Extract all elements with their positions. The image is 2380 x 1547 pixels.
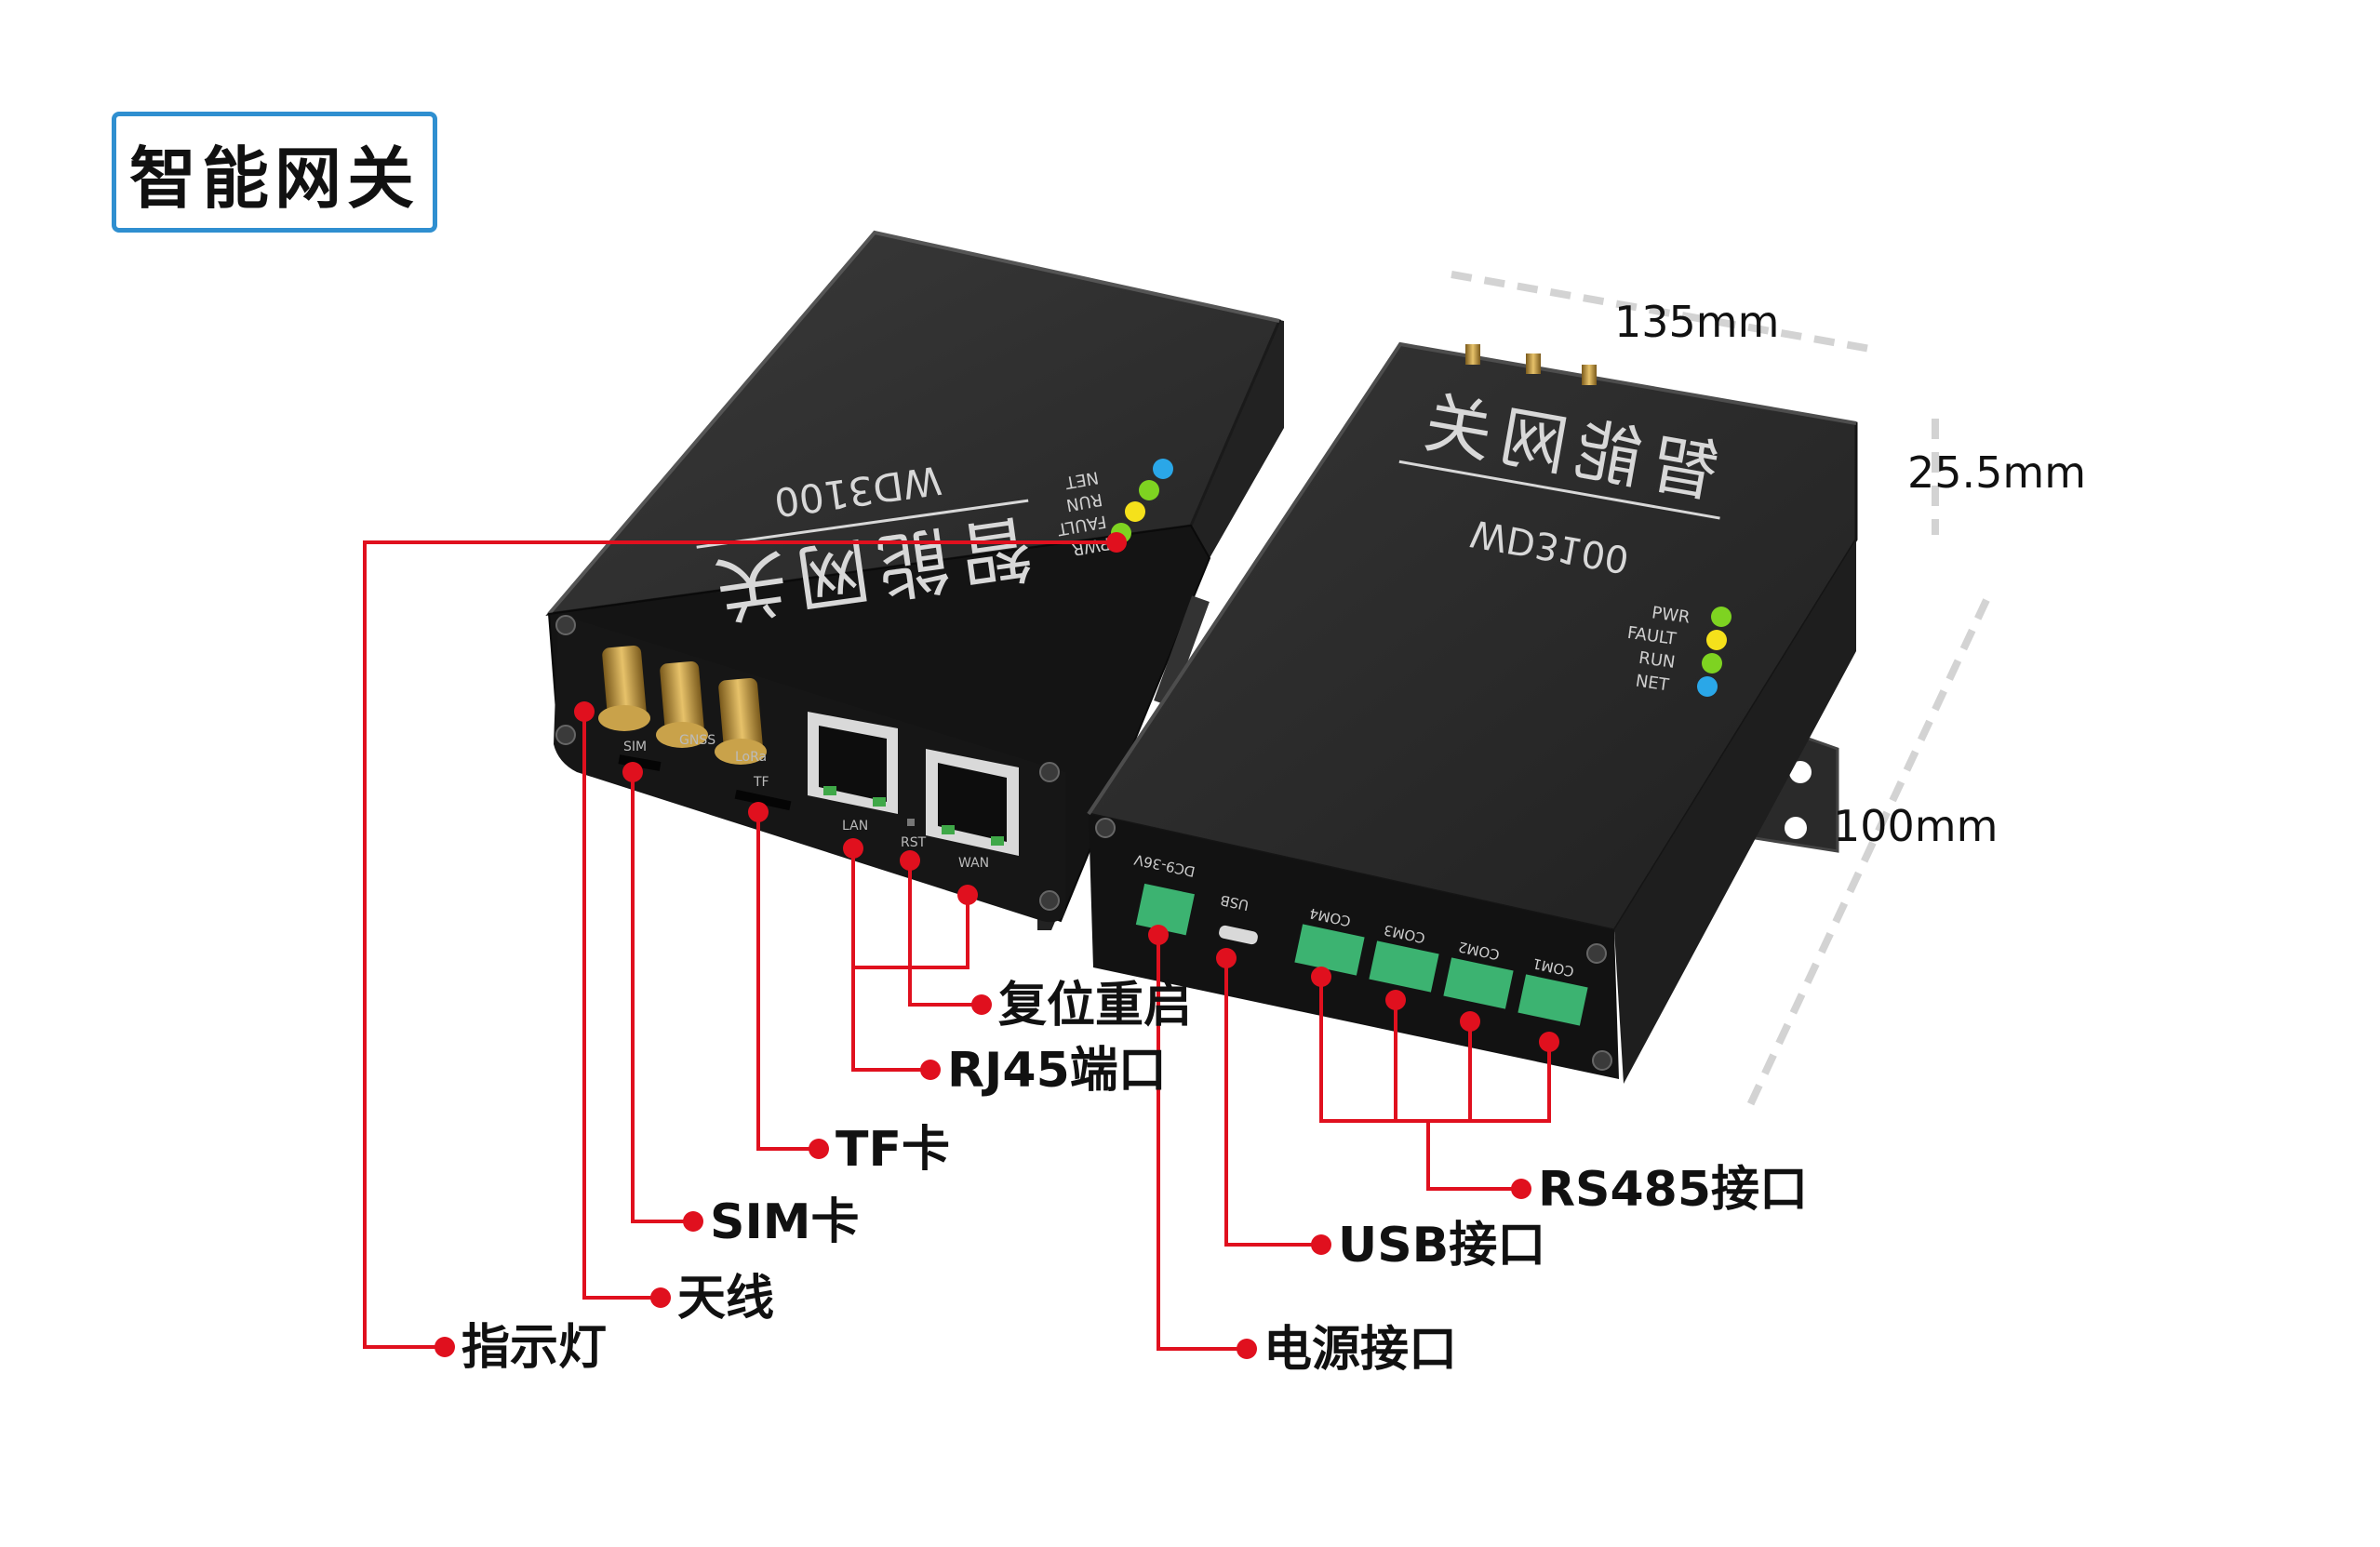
led-run-icon	[1139, 480, 1159, 500]
led-label-net-right: NET	[1635, 672, 1671, 696]
callout-lines	[363, 540, 1551, 1351]
port-label-tf: TF	[753, 775, 769, 790]
led-net-icon	[1153, 459, 1173, 479]
tf-slot	[734, 789, 792, 811]
port-label-lan: LAN	[842, 819, 868, 834]
page-title: 智能网关	[128, 138, 420, 218]
callout-dots	[435, 532, 1559, 1359]
label-reset: 复位重启	[998, 977, 1193, 1034]
label-sim: SIM卡	[710, 1194, 860, 1250]
usb-port	[1219, 925, 1258, 945]
led-fault-icon	[1125, 501, 1145, 522]
label-tf: TF卡	[836, 1122, 950, 1178]
port-label-gnss: GNSS	[679, 733, 715, 748]
antenna-icon	[718, 677, 763, 755]
gateway-front-view: 智能网关 WD3100 PWR FAULT RUN NET	[545, 230, 1284, 930]
antenna-icon	[660, 660, 704, 739]
antenna-icon	[602, 645, 647, 723]
dimension-width: 100mm	[1833, 801, 1999, 851]
port-label-lora: LoRa	[735, 750, 767, 765]
power-terminal	[1135, 883, 1195, 936]
antenna-connectors	[598, 645, 767, 765]
rj45-ports	[808, 712, 1019, 856]
label-rs485: RS485接口	[1538, 1162, 1809, 1218]
com2-terminal	[1443, 957, 1514, 1009]
com4-terminal	[1294, 924, 1365, 976]
label-rj45: RJ45端口	[947, 1043, 1167, 1099]
title-box: 智能网关	[112, 112, 437, 233]
com1-terminal	[1518, 974, 1588, 1026]
led-fault-icon	[1706, 630, 1727, 650]
dimension-length: 135mm	[1614, 297, 1780, 347]
led-run-icon	[1702, 653, 1722, 673]
port-label-wan: WAN	[958, 856, 989, 871]
com3-terminal	[1369, 940, 1439, 993]
label-indicator: 指示灯	[461, 1319, 608, 1376]
dimension-height: 25.5mm	[1907, 447, 2087, 498]
led-pwr-icon	[1711, 607, 1732, 627]
gateway-rear-view: 智能网关 WD3100 PWR FAULT RUN NET	[1086, 341, 1858, 1084]
label-antenna: 天线	[677, 1270, 775, 1327]
led-net-icon	[1697, 676, 1718, 697]
port-label-sim: SIM	[623, 740, 647, 754]
sim-slot	[618, 754, 662, 771]
port-label-rst: RST	[901, 835, 927, 850]
reset-button	[907, 819, 915, 826]
dimension-lines	[1451, 271, 1990, 1109]
label-power: 电源接口	[1264, 1321, 1458, 1378]
label-usb: USB接口	[1338, 1218, 1546, 1274]
